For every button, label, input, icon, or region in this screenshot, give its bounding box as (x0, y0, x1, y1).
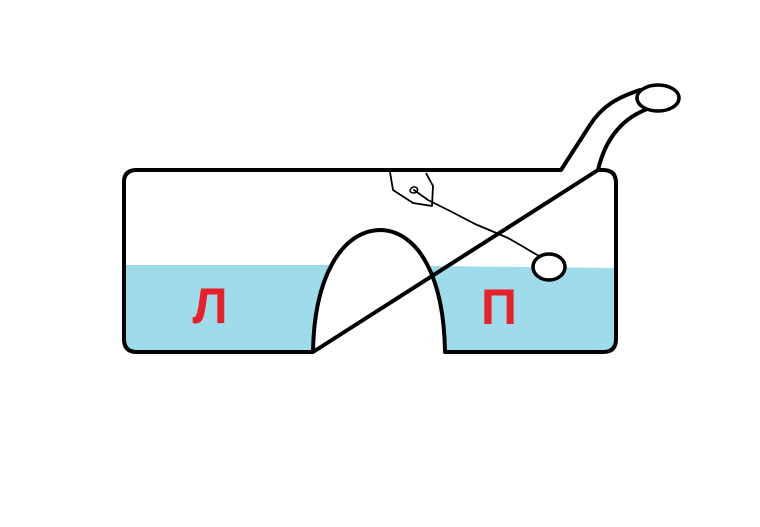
float-arm (413, 189, 542, 258)
float (531, 252, 567, 282)
fuel-sender-bracket (389, 171, 434, 207)
filler-neck (559, 88, 652, 172)
right-tank-water (430, 266, 614, 352)
left-tank-water (124, 265, 331, 352)
tank-outline (122, 168, 618, 354)
filler-cap (635, 83, 681, 113)
right-tank-label: П (481, 279, 517, 335)
left-tank-label: Л (192, 278, 227, 334)
